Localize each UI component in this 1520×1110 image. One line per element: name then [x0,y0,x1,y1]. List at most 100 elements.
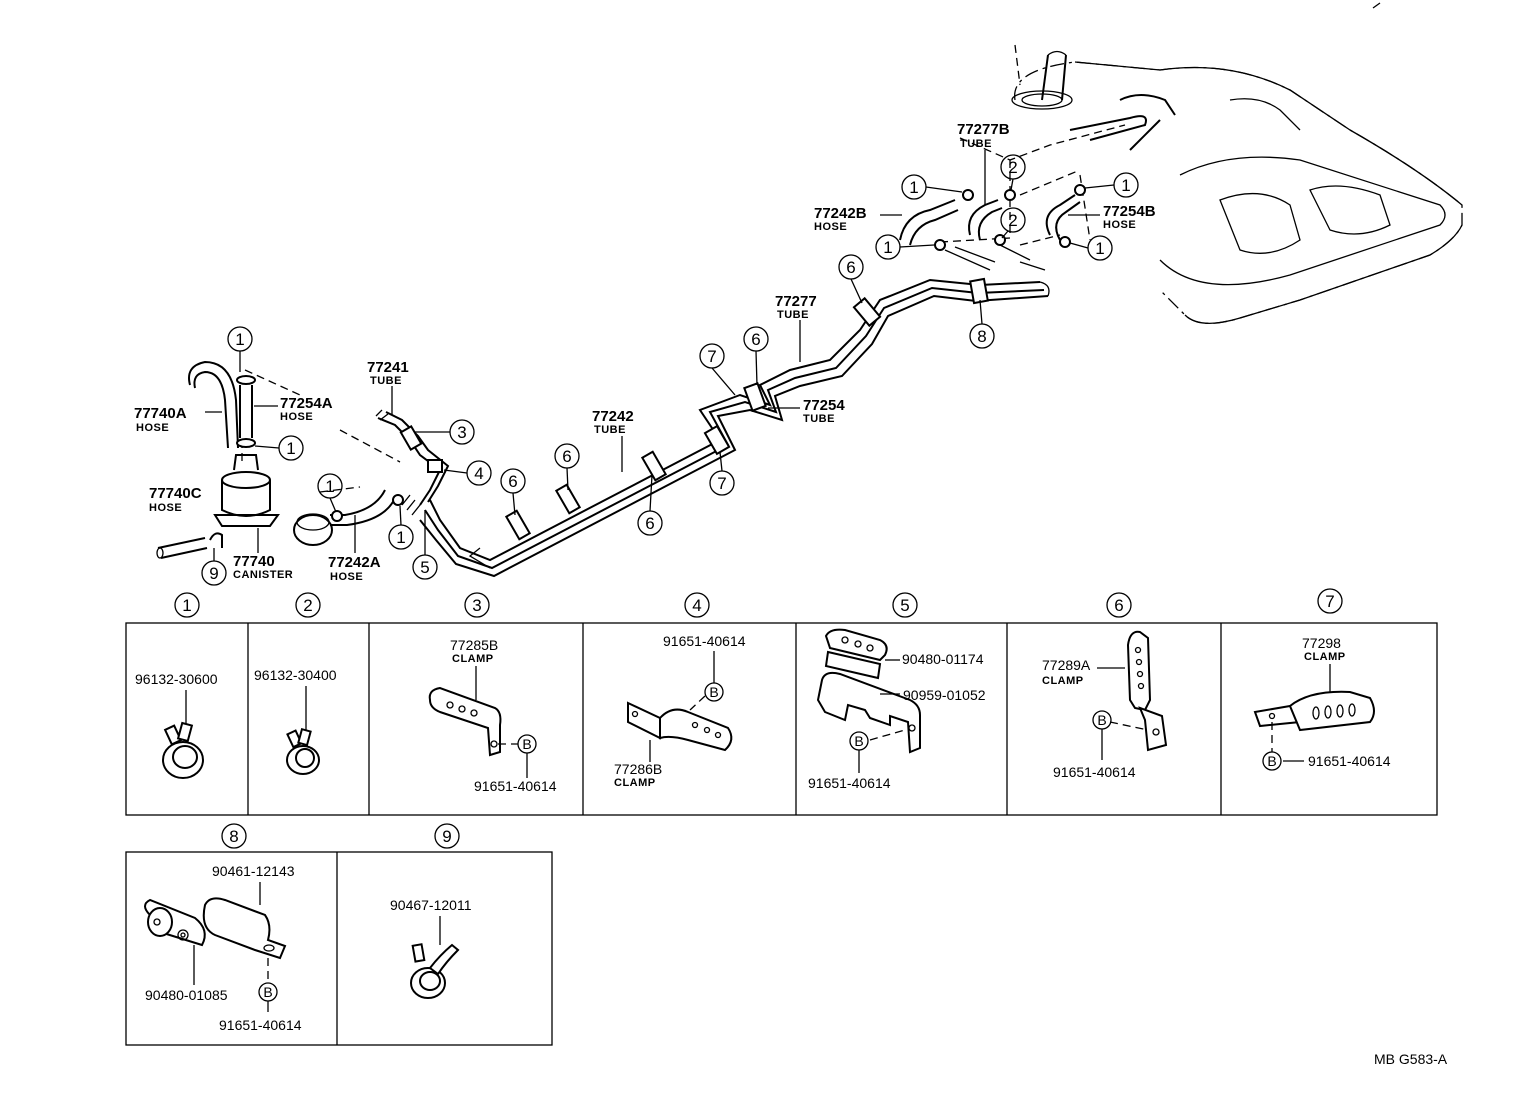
label-77242-sub: TUBE [594,424,626,436]
label-77254: 77254 [803,397,845,414]
box3-bolt: 91651-40614 [474,778,557,794]
bolt-icon-b7: B [1262,751,1282,771]
svg-text:3: 3 [472,596,481,615]
bolt-icon-b8: B [258,982,278,1002]
svg-text:1: 1 [1095,239,1104,258]
svg-text:1: 1 [325,477,334,496]
box6-part-sub: CLAMP [1042,675,1084,687]
callout-1-c: 1 [317,473,343,499]
parts-table-row-2: 8 9 90461-12143 90480-01085 B 91651-4061… [125,823,553,1046]
svg-text:2: 2 [1008,211,1017,230]
box5-part2: 90959-01052 [903,687,986,703]
callout-8-a: 8 [969,323,995,349]
label-77254B: 77254B [1103,203,1156,220]
svg-text:B: B [1097,712,1106,728]
svg-text:1: 1 [286,439,295,458]
callout-7-a: 7 [709,470,735,496]
svg-text:1: 1 [909,178,918,197]
box7-bolt: 91651-40614 [1308,753,1391,769]
svg-text:B: B [1267,753,1276,769]
svg-text:B: B [522,736,531,752]
label-77241: 77241 [367,359,409,376]
box-callout-9: 9 [434,823,460,849]
label-77242B-sub: HOSE [814,221,847,233]
svg-text:5: 5 [420,558,429,577]
callout-2-a: 2 [1000,154,1026,180]
bolt-icon-b5: B [849,731,869,751]
callout-1-b: 1 [278,435,304,461]
label-77740C-sub: HOSE [149,502,182,514]
corner-mark [1372,2,1381,9]
clamp-icon-77286b [627,701,733,752]
part-labels: 77740A HOSE 77254A HOSE 77740C HOSE 7774… [134,121,1156,583]
callout-1-a: 1 [227,326,253,352]
callout-1-f: 1 [875,234,901,260]
svg-text:9: 9 [442,827,451,846]
label-77740-sub: CANISTER [233,569,293,581]
box3-part: 77285B [450,637,498,653]
label-77254-sub: TUBE [803,413,835,425]
svg-text:1: 1 [182,596,191,615]
svg-text:6: 6 [562,447,571,466]
label-77277-sub: TUBE [777,309,809,321]
leader-lines [241,124,1126,493]
callout-6-a: 6 [500,468,526,494]
box8-part1: 90461-12143 [212,863,295,879]
callout-6-c: 6 [637,510,663,536]
svg-text:7: 7 [1325,592,1334,611]
diagram-callouts: 1 1 9 1 1 5 3 4 6 6 6 7 7 6 6 8 1 1 2 [201,154,1139,586]
drawing-code: MB G583-A [1374,1051,1448,1067]
svg-text:1: 1 [883,238,892,257]
clamp-icon-90480-01085 [144,898,206,947]
box7-part-sub: CLAMP [1304,651,1346,663]
box3-part-sub: CLAMP [452,653,494,665]
bolt-icon-b4: B [704,682,724,702]
main-tube-bundle [419,184,1086,578]
box-callout-7: 7 [1317,588,1343,614]
box-callout-6: 6 [1106,592,1132,618]
label-77277B: 77277B [957,121,1010,138]
label-77740C: 77740C [149,485,202,502]
svg-text:6: 6 [645,514,654,533]
label-77740A: 77740A [134,405,187,422]
callout-1-g: 1 [1113,172,1139,198]
svg-text:1: 1 [235,330,244,349]
box2-part: 96132-30400 [254,667,337,683]
svg-text:B: B [854,733,863,749]
svg-text:9: 9 [209,564,218,583]
box4-part-sub: CLAMP [614,777,656,789]
box6-bolt: 91651-40614 [1053,764,1136,780]
label-77277: 77277 [775,293,817,310]
box8-part2: 90480-01085 [145,987,228,1003]
callout-1-h: 1 [1087,235,1113,261]
parts-table-row-1: 1 2 3 4 5 6 7 96132-30600 96132-30400 77… [125,588,1438,816]
svg-text:1: 1 [396,528,405,547]
callout-7-b: 7 [699,343,725,369]
label-77740: 77740 [233,553,275,570]
label-77254A: 77254A [280,395,333,412]
box5-bolt: 91651-40614 [808,775,891,791]
label-77254A-sub: HOSE [280,411,313,423]
box-callout-8: 8 [221,823,247,849]
box-callout-4: 4 [684,592,710,618]
svg-text:6: 6 [508,472,517,491]
svg-text:4: 4 [474,464,483,483]
label-77242A: 77242A [328,554,381,571]
svg-text:6: 6 [1114,596,1123,615]
callout-3-a: 3 [449,419,475,445]
svg-text:8: 8 [977,327,986,346]
svg-text:2: 2 [1008,158,1017,177]
svg-text:3: 3 [457,423,466,442]
svg-text:4: 4 [692,596,701,615]
clamp-icon-77289a [1126,630,1168,752]
svg-text:2: 2 [303,596,312,615]
svg-text:6: 6 [751,330,760,349]
bolt-icon-b3: B [517,734,537,754]
hose-clamp-icon-1 [162,721,204,779]
label-77242B: 77242B [814,205,867,222]
box8-bolt: 91651-40614 [219,1017,302,1033]
canister-assembly [156,360,450,559]
bracket-icon-90959 [816,671,921,754]
box4-part: 77286B [614,761,662,777]
label-77242A-sub: HOSE [330,571,363,583]
